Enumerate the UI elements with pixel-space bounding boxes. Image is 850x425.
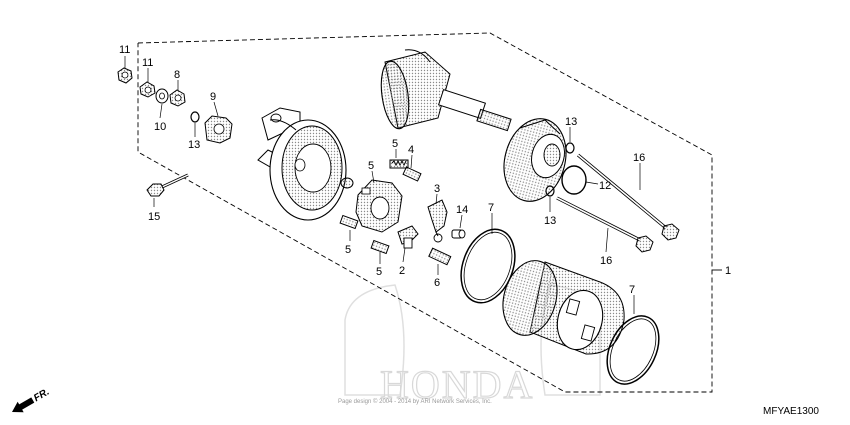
brush-2: [397, 225, 419, 249]
brush-3: [427, 199, 448, 243]
callout-5-c: 5: [345, 244, 351, 256]
leader-lines: [124, 56, 641, 314]
screw-14: [451, 229, 466, 239]
assembly-frame: [137, 32, 713, 393]
callout-5-b: 4: [408, 144, 414, 156]
callout-13-upper: 13: [565, 116, 577, 128]
direction-label: FR.: [32, 387, 51, 405]
washer-10: [155, 88, 169, 104]
nut-11b: [139, 81, 156, 98]
callout-11-b: 11: [142, 57, 153, 69]
callout-5-d: 5: [376, 266, 382, 278]
callout-4: 5: [368, 160, 374, 172]
oring-7-middle: [460, 228, 516, 304]
callout-16-upper: 16: [633, 152, 645, 164]
watermark-text: HONDA: [380, 362, 534, 407]
front-bracket: [503, 118, 567, 202]
callout-6: 6: [434, 277, 440, 289]
spring-5d: [370, 239, 390, 255]
bolt-16-upper: [576, 153, 680, 241]
diagram-code: MFYAE1300: [763, 406, 819, 417]
callout-labels: 11 11 10 8 9 13 15 5 5 4 5 5 3 2 14 6 7 …: [119, 44, 731, 296]
callout-13-left: 13: [188, 139, 200, 151]
callout-10: 10: [154, 121, 166, 133]
callout-1: 1: [725, 265, 731, 277]
spring-5c: [339, 214, 359, 230]
rear-cover: [257, 107, 347, 221]
bolt-15: [146, 173, 189, 197]
callout-8: 8: [174, 69, 180, 81]
copyright-footer: Page design © 2004 - 2014 by ARI Network…: [338, 398, 492, 405]
nut-8: [169, 89, 186, 107]
oring-7-right: [606, 315, 660, 385]
callout-2: 2: [399, 265, 405, 277]
direction-arrow-icon: FR.: [12, 387, 51, 413]
callout-3: 3: [434, 183, 440, 195]
yoke-housing: [502, 260, 625, 355]
callout-12: 12: [599, 180, 611, 192]
callout-9: 9: [210, 91, 216, 103]
brush-holder-4: [340, 177, 403, 233]
callout-7-right: 7: [629, 284, 635, 296]
callout-7-middle: 7: [488, 202, 494, 214]
oring-13-lower: [545, 185, 555, 197]
oring-12: [561, 165, 587, 195]
callout-16-lower: 16: [600, 255, 612, 267]
spring-5a: [389, 159, 409, 169]
insulator-9: [204, 115, 233, 144]
bolt-16-lower: [556, 196, 654, 253]
callout-14: 14: [456, 204, 468, 216]
spring-5b: [402, 166, 422, 182]
armature: [380, 49, 512, 132]
nut-11a: [117, 67, 133, 84]
callout-5-a: 5: [392, 138, 398, 150]
oring-13-left: [190, 111, 200, 123]
oring-13-upper: [565, 142, 575, 154]
callout-13-lower: 13: [544, 215, 556, 227]
callout-11-a: 11: [119, 44, 130, 56]
callout-15: 15: [148, 211, 160, 223]
spring-6: [428, 247, 452, 266]
